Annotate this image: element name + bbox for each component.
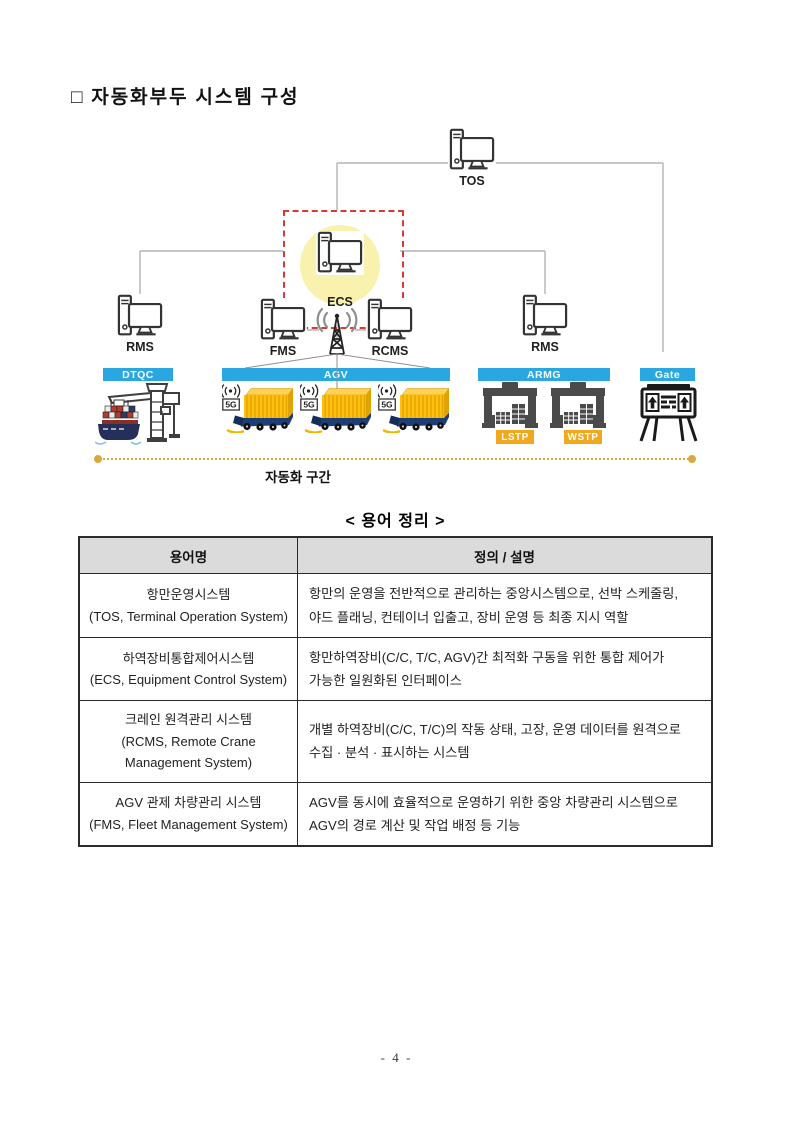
wstp-badge: WSTP <box>564 430 602 444</box>
term-cell: 항만운영시스템 (TOS, Terminal Operation System) <box>78 573 298 638</box>
lstp-badge: LSTP <box>496 430 534 444</box>
armg-bar: ARMG <box>478 368 610 381</box>
armg-crane-image <box>482 382 538 429</box>
term-cell: 하역장비통합제어시스템 (ECS, Equipment Control Syst… <box>78 636 298 702</box>
term-cell: AGV 관제 차량관리 시스템 (FMS, Fleet Management S… <box>78 781 298 847</box>
glossary-row-ecs: 하역장비통합제어시스템 (ECS, Equipment Control Syst… <box>78 636 713 702</box>
rms-right-label: RMS <box>531 340 559 354</box>
rms-right-computer-icon <box>521 294 569 338</box>
agv-truck-image <box>378 383 452 433</box>
agv-truck-image <box>222 383 296 433</box>
glossary-row-fms: AGV 관제 차량관리 시스템 (FMS, Fleet Management S… <box>78 781 713 847</box>
gate-bar: Gate <box>640 368 695 381</box>
fan-lines <box>244 353 431 390</box>
definition-cell: 개별 하역장비(C/C, T/C)의 작동 상태, 고장, 운영 데이터를 원격… <box>297 700 713 783</box>
term-cell: 크레인 원격관리 시스템 (RCMS, Remote Crane Managem… <box>78 700 298 783</box>
glossary-heading: < 용어 정리 > <box>345 513 446 530</box>
definition-column-header: 정의 / 설명 <box>297 536 713 574</box>
tos-computer-icon <box>448 128 496 172</box>
glossary-table: 용어명 정의 / 설명 항만운영시스템 (TOS, Terminal Opera… <box>78 536 713 847</box>
automation-zone-line <box>100 458 692 460</box>
ecs-label: ECS <box>327 295 353 309</box>
glossary-row-tos: 항만운영시스템 (TOS, Terminal Operation System)… <box>78 573 713 638</box>
armg-crane-image <box>550 382 606 429</box>
ecs-highlight-box <box>283 210 404 329</box>
zone-line-endpoint-left <box>94 455 102 463</box>
rms-left-label: RMS <box>126 340 154 354</box>
tos-label: TOS <box>459 174 485 188</box>
gate-image <box>639 384 698 442</box>
fms-label: FMS <box>269 344 297 358</box>
zone-line-endpoint-right <box>688 455 696 463</box>
page-title: □ 자동화부두 시스템 구성 <box>71 87 300 108</box>
page-number: - 4 - <box>380 1050 413 1065</box>
agv-bar: AGV <box>222 368 450 381</box>
system-diagram: TOS ECS RMS FMS RCMS RMS DTQC AGV ARMG G… <box>78 128 718 500</box>
rms-left-computer-icon <box>116 294 164 338</box>
rcms-label: RCMS <box>371 344 409 358</box>
definition-cell: 항만의 운영을 전반적으로 관리하는 중앙시스템으로, 선박 스케줄링, 야드 … <box>297 573 713 638</box>
automation-zone-label: 자동화 구간 <box>265 470 331 485</box>
dtqc-bar: DTQC <box>103 368 173 381</box>
antenna-tower-icon <box>316 307 358 355</box>
glossary-row-rcms: 크레인 원격관리 시스템 (RCMS, Remote Crane Managem… <box>78 700 713 783</box>
agv-truck-image <box>300 383 374 433</box>
glossary-header-row: 용어명 정의 / 설명 <box>78 536 713 574</box>
definition-cell: 항만하역장비(C/C, T/C, AGV)간 최적화 구동을 위한 통합 제어가… <box>297 636 713 702</box>
dtqc-crane-ship-image <box>95 383 180 445</box>
ecs-computer-icon <box>316 231 364 275</box>
term-column-header: 용어명 <box>78 536 298 574</box>
definition-cell: AGV를 동시에 효율적으로 운영하기 위한 중앙 차량관리 시스템으로 AGV… <box>297 781 713 847</box>
